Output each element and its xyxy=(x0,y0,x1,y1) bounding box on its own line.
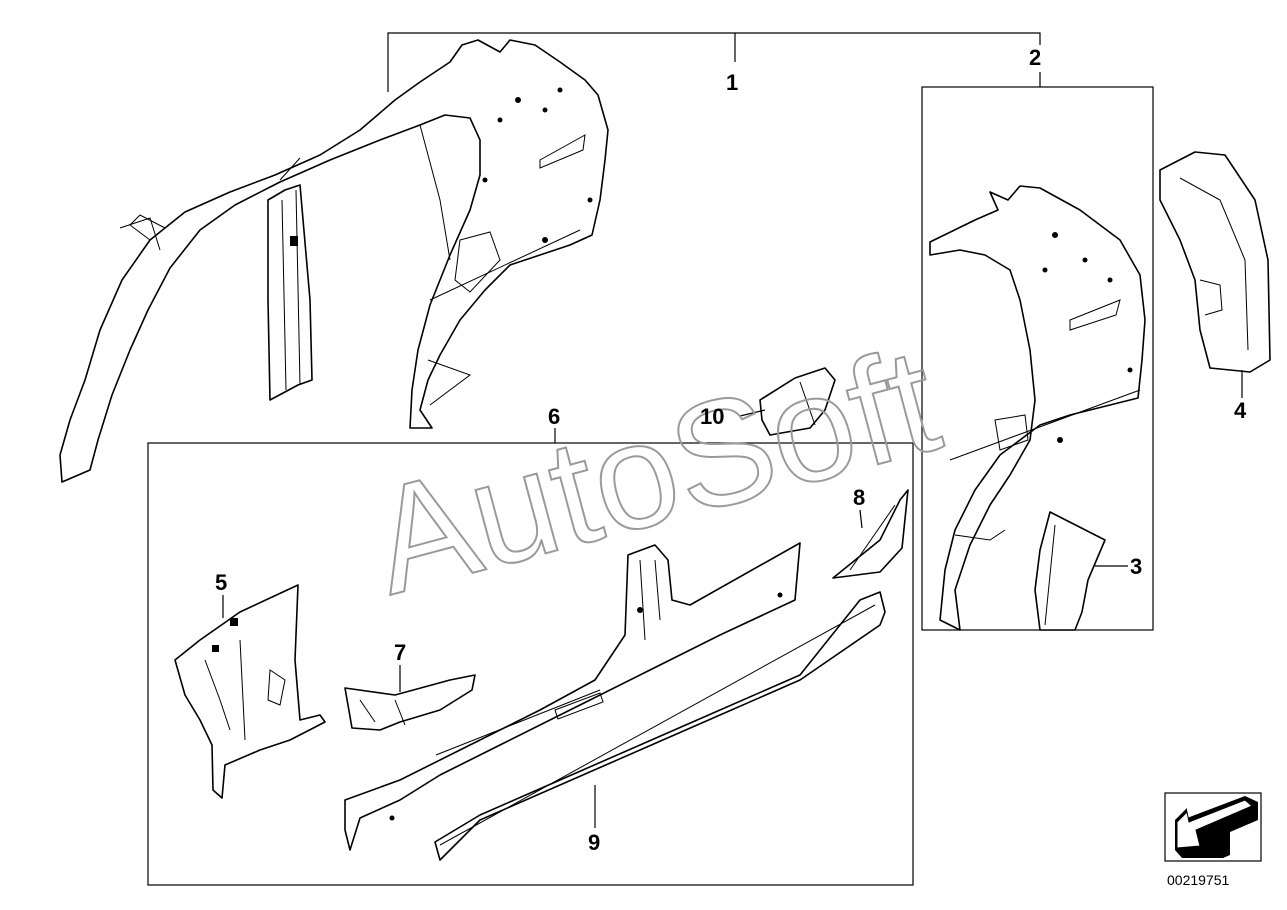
callout-8: 8 xyxy=(853,485,865,510)
callout-2: 2 xyxy=(1029,45,1041,70)
callout-9: 9 xyxy=(588,830,600,855)
callout-10: 10 xyxy=(700,404,724,429)
leader-lines xyxy=(222,32,1243,828)
callout-4: 4 xyxy=(1234,398,1247,423)
callout-5: 5 xyxy=(215,570,227,595)
callout-6: 6 xyxy=(548,404,560,429)
drawing-number: 00219751 xyxy=(1167,872,1230,888)
part-10-bracket[interactable] xyxy=(759,367,836,436)
part-4-inner-wheelhouse[interactable] xyxy=(1159,151,1271,373)
part-8-gusset[interactable] xyxy=(832,489,909,579)
part-2-group-frame xyxy=(921,86,1154,631)
callout-3: 3 xyxy=(1130,554,1142,579)
part-7-connector[interactable] xyxy=(344,674,476,731)
callout-1: 1 xyxy=(726,70,738,95)
part-9-sill-reinforcement[interactable] xyxy=(434,591,886,861)
part-6-side-sill[interactable] xyxy=(344,542,801,851)
part-5-a-pillar-lower[interactable] xyxy=(174,584,326,799)
part-2-quarter-panel[interactable] xyxy=(929,185,1146,631)
part-1-b-pillar[interactable] xyxy=(267,184,313,401)
callout-7: 7 xyxy=(394,640,406,665)
part-3-wheel-arch-piece[interactable] xyxy=(1034,511,1106,631)
part-6-group-frame xyxy=(147,442,914,886)
part-1-side-frame[interactable] xyxy=(59,39,609,483)
navigation-arrow-icon[interactable] xyxy=(1164,792,1262,862)
